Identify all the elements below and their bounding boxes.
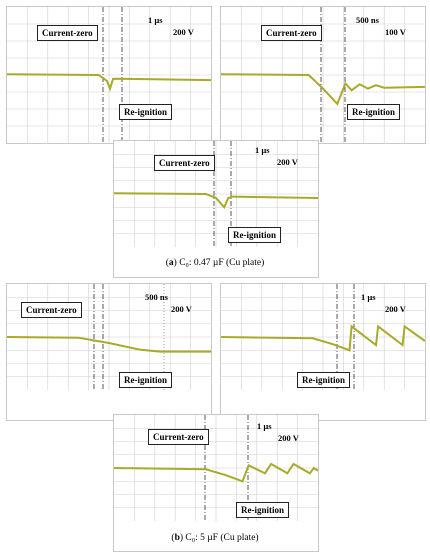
trace <box>7 73 211 92</box>
re-ignition-label: Re-ignition <box>119 372 173 388</box>
trace <box>114 192 318 210</box>
grid <box>221 7 425 143</box>
volt-scale-label: 200 V <box>173 27 194 37</box>
scope-b-bottom: Current-zero Re-ignition 1 µs 200 V <box>113 414 319 552</box>
re-ignition-label: Re-ignition <box>236 502 290 518</box>
scope-b-top-left-plot <box>7 284 211 390</box>
scope-a-bottom-plot <box>114 141 318 247</box>
re-ignition-label: Re-ignition <box>119 104 173 120</box>
re-ignition-label: Re-ignition <box>347 104 401 120</box>
scope-b-top-left: Current-zero Re-ignition 500 ns 200 V <box>6 283 212 421</box>
scope-b-bottom-plot <box>114 415 318 521</box>
scope-b-top-right: Re-ignition 1 µs 200 V <box>220 283 426 421</box>
scope-a-top-right: Current-zero Re-ignition 500 ns 100 V <box>220 6 426 144</box>
volt-scale-label: 200 V <box>171 304 192 314</box>
time-scale-label: 500 ns <box>145 292 168 302</box>
re-ignition-label: Re-ignition <box>297 372 351 388</box>
caption-b-text: C₀: 5 µF (Cu plate) <box>185 533 259 543</box>
volt-scale-label: 100 V <box>385 27 406 37</box>
current-zero-label: Current-zero <box>148 429 209 445</box>
caption-a: (a) C₀: 0.47 µF (Cu plate) <box>165 258 265 268</box>
grid <box>7 7 211 143</box>
caption-a-text: C₀: 0.47 µF (Cu plate) <box>179 258 265 268</box>
current-zero-label: Current-zero <box>261 25 322 41</box>
trace <box>221 324 425 352</box>
grid <box>221 284 425 390</box>
trace <box>7 336 211 353</box>
trace <box>221 73 425 106</box>
current-zero-label: Current-zero <box>154 155 215 171</box>
scope-a-top-left: Current-zero Re-ignition 1 µs 200 V <box>6 6 212 144</box>
volt-scale-label: 200 V <box>385 304 406 314</box>
time-scale-label: 500 ns <box>356 15 379 25</box>
grid <box>114 415 318 521</box>
re-ignition-label: Re-ignition <box>228 227 282 243</box>
volt-scale-label: 200 V <box>277 157 298 167</box>
caption-b: (b) C₀: 5 µF (Cu plate) <box>171 533 259 543</box>
caption-b-letter: b <box>174 533 180 543</box>
current-zero-label: Current-zero <box>21 302 82 318</box>
scope-a-top-left-plot <box>7 7 211 143</box>
scope-a-top-right-plot <box>221 7 425 143</box>
volt-scale-label: 200 V <box>278 433 299 443</box>
scope-b-top-right-plot <box>221 284 425 390</box>
time-scale-label: 1 µs <box>148 15 163 25</box>
caption-a-letter: a <box>168 258 174 268</box>
time-scale-label: 1 µs <box>257 421 272 431</box>
time-scale-label: 1 µs <box>361 292 376 302</box>
current-zero-label: Current-zero <box>37 25 98 41</box>
time-scale-label: 1 µs <box>255 145 270 155</box>
scope-a-bottom: Current-zero Re-ignition 1 µs 200 V <box>113 140 319 278</box>
trace <box>114 462 318 483</box>
grid <box>7 284 211 390</box>
